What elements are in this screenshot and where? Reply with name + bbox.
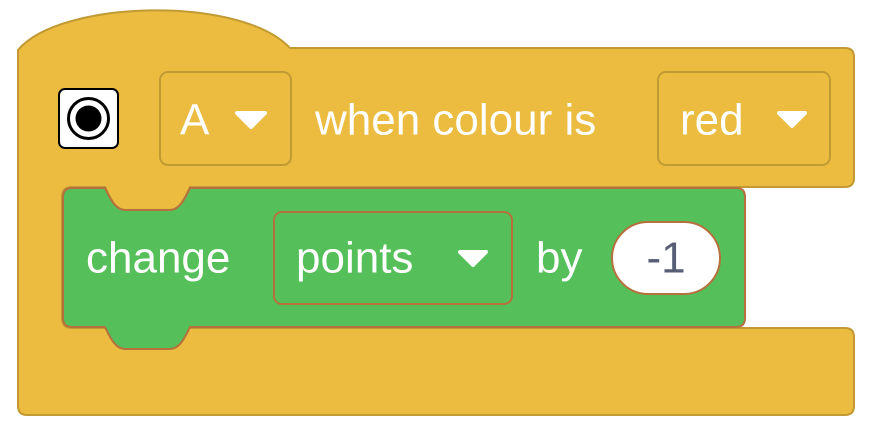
caret-down-icon [777, 111, 807, 128]
variable-dropdown-value: points [296, 234, 413, 283]
hat-block[interactable]: A when colour is red [17, 9, 855, 416]
sprite-dropdown-value: A [180, 96, 210, 145]
colour-dropdown-value: red [680, 96, 744, 145]
amount-value: -1 [646, 234, 685, 283]
change-variable-block[interactable]: change points by -1 [62, 187, 746, 350]
colour-dropdown[interactable]: red [657, 71, 831, 166]
by-label: by [536, 234, 582, 283]
circle-radio-icon[interactable] [58, 88, 119, 149]
variable-dropdown[interactable]: points [273, 211, 513, 305]
caret-down-icon [235, 111, 267, 129]
condition-label: when colour is [314, 96, 596, 145]
amount-input[interactable]: -1 [611, 221, 721, 295]
caret-down-icon [458, 250, 488, 267]
change-label: change [86, 234, 230, 283]
sprite-dropdown[interactable]: A [159, 71, 292, 166]
